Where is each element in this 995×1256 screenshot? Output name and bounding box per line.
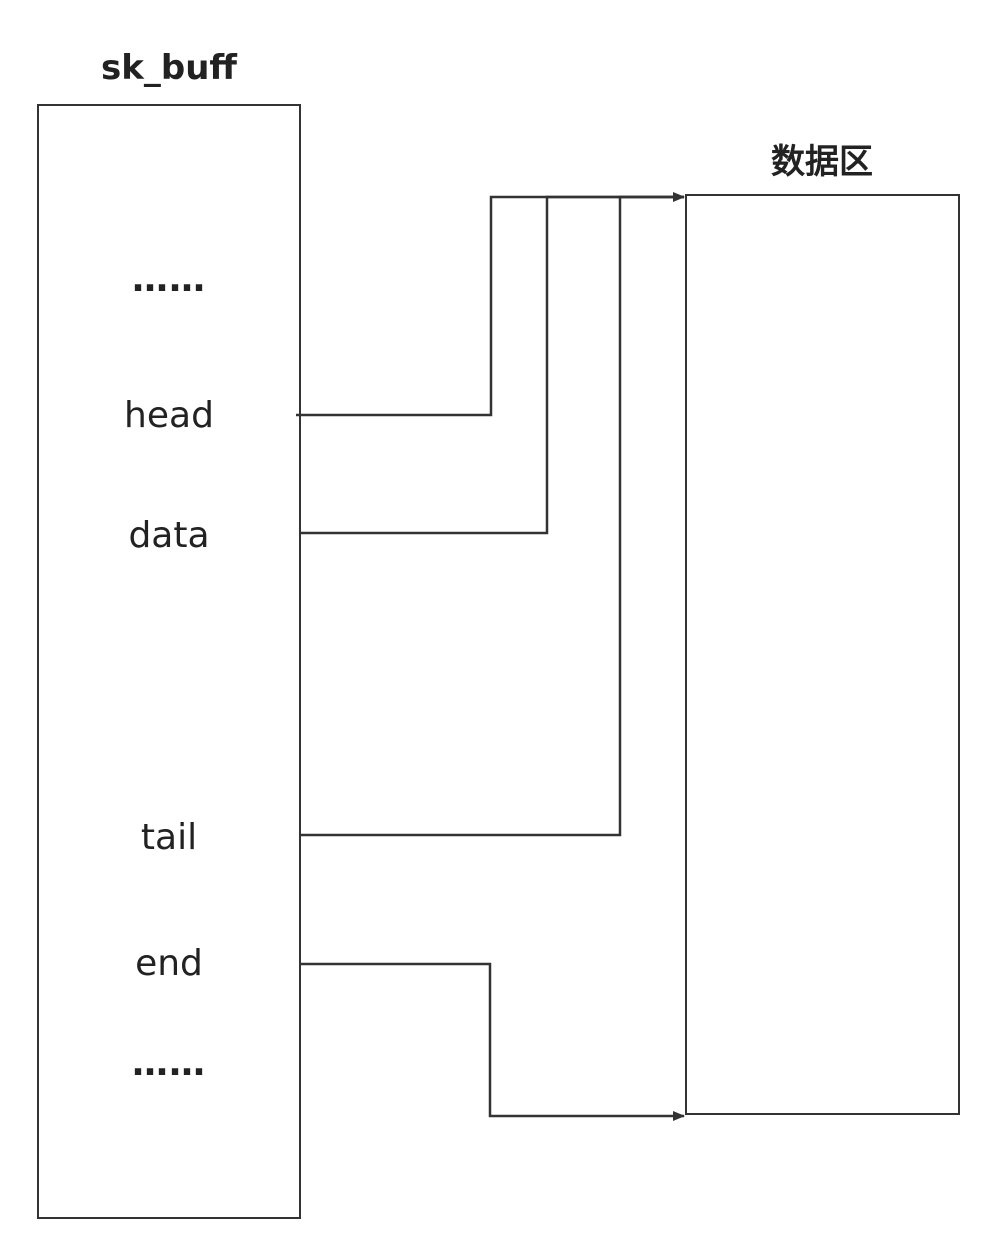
data-area-title: 数据区 [771, 142, 873, 182]
data-area-box [685, 194, 960, 1115]
end-pointer-line [300, 962, 685, 1121]
field-data: data [128, 515, 210, 556]
sk-buff-title: sk_buff [101, 48, 237, 88]
sk-buff-box [37, 104, 301, 1219]
field-tail: tail [140, 817, 198, 858]
field-ellipsis-top: …… [132, 259, 206, 300]
head-pointer-line [296, 192, 685, 417]
data-pointer-line [300, 195, 684, 535]
field-ellipsis-bottom: …… [132, 1043, 206, 1084]
field-head: head [124, 395, 214, 436]
tail-pointer-line [300, 195, 684, 837]
field-end: end [135, 943, 203, 984]
